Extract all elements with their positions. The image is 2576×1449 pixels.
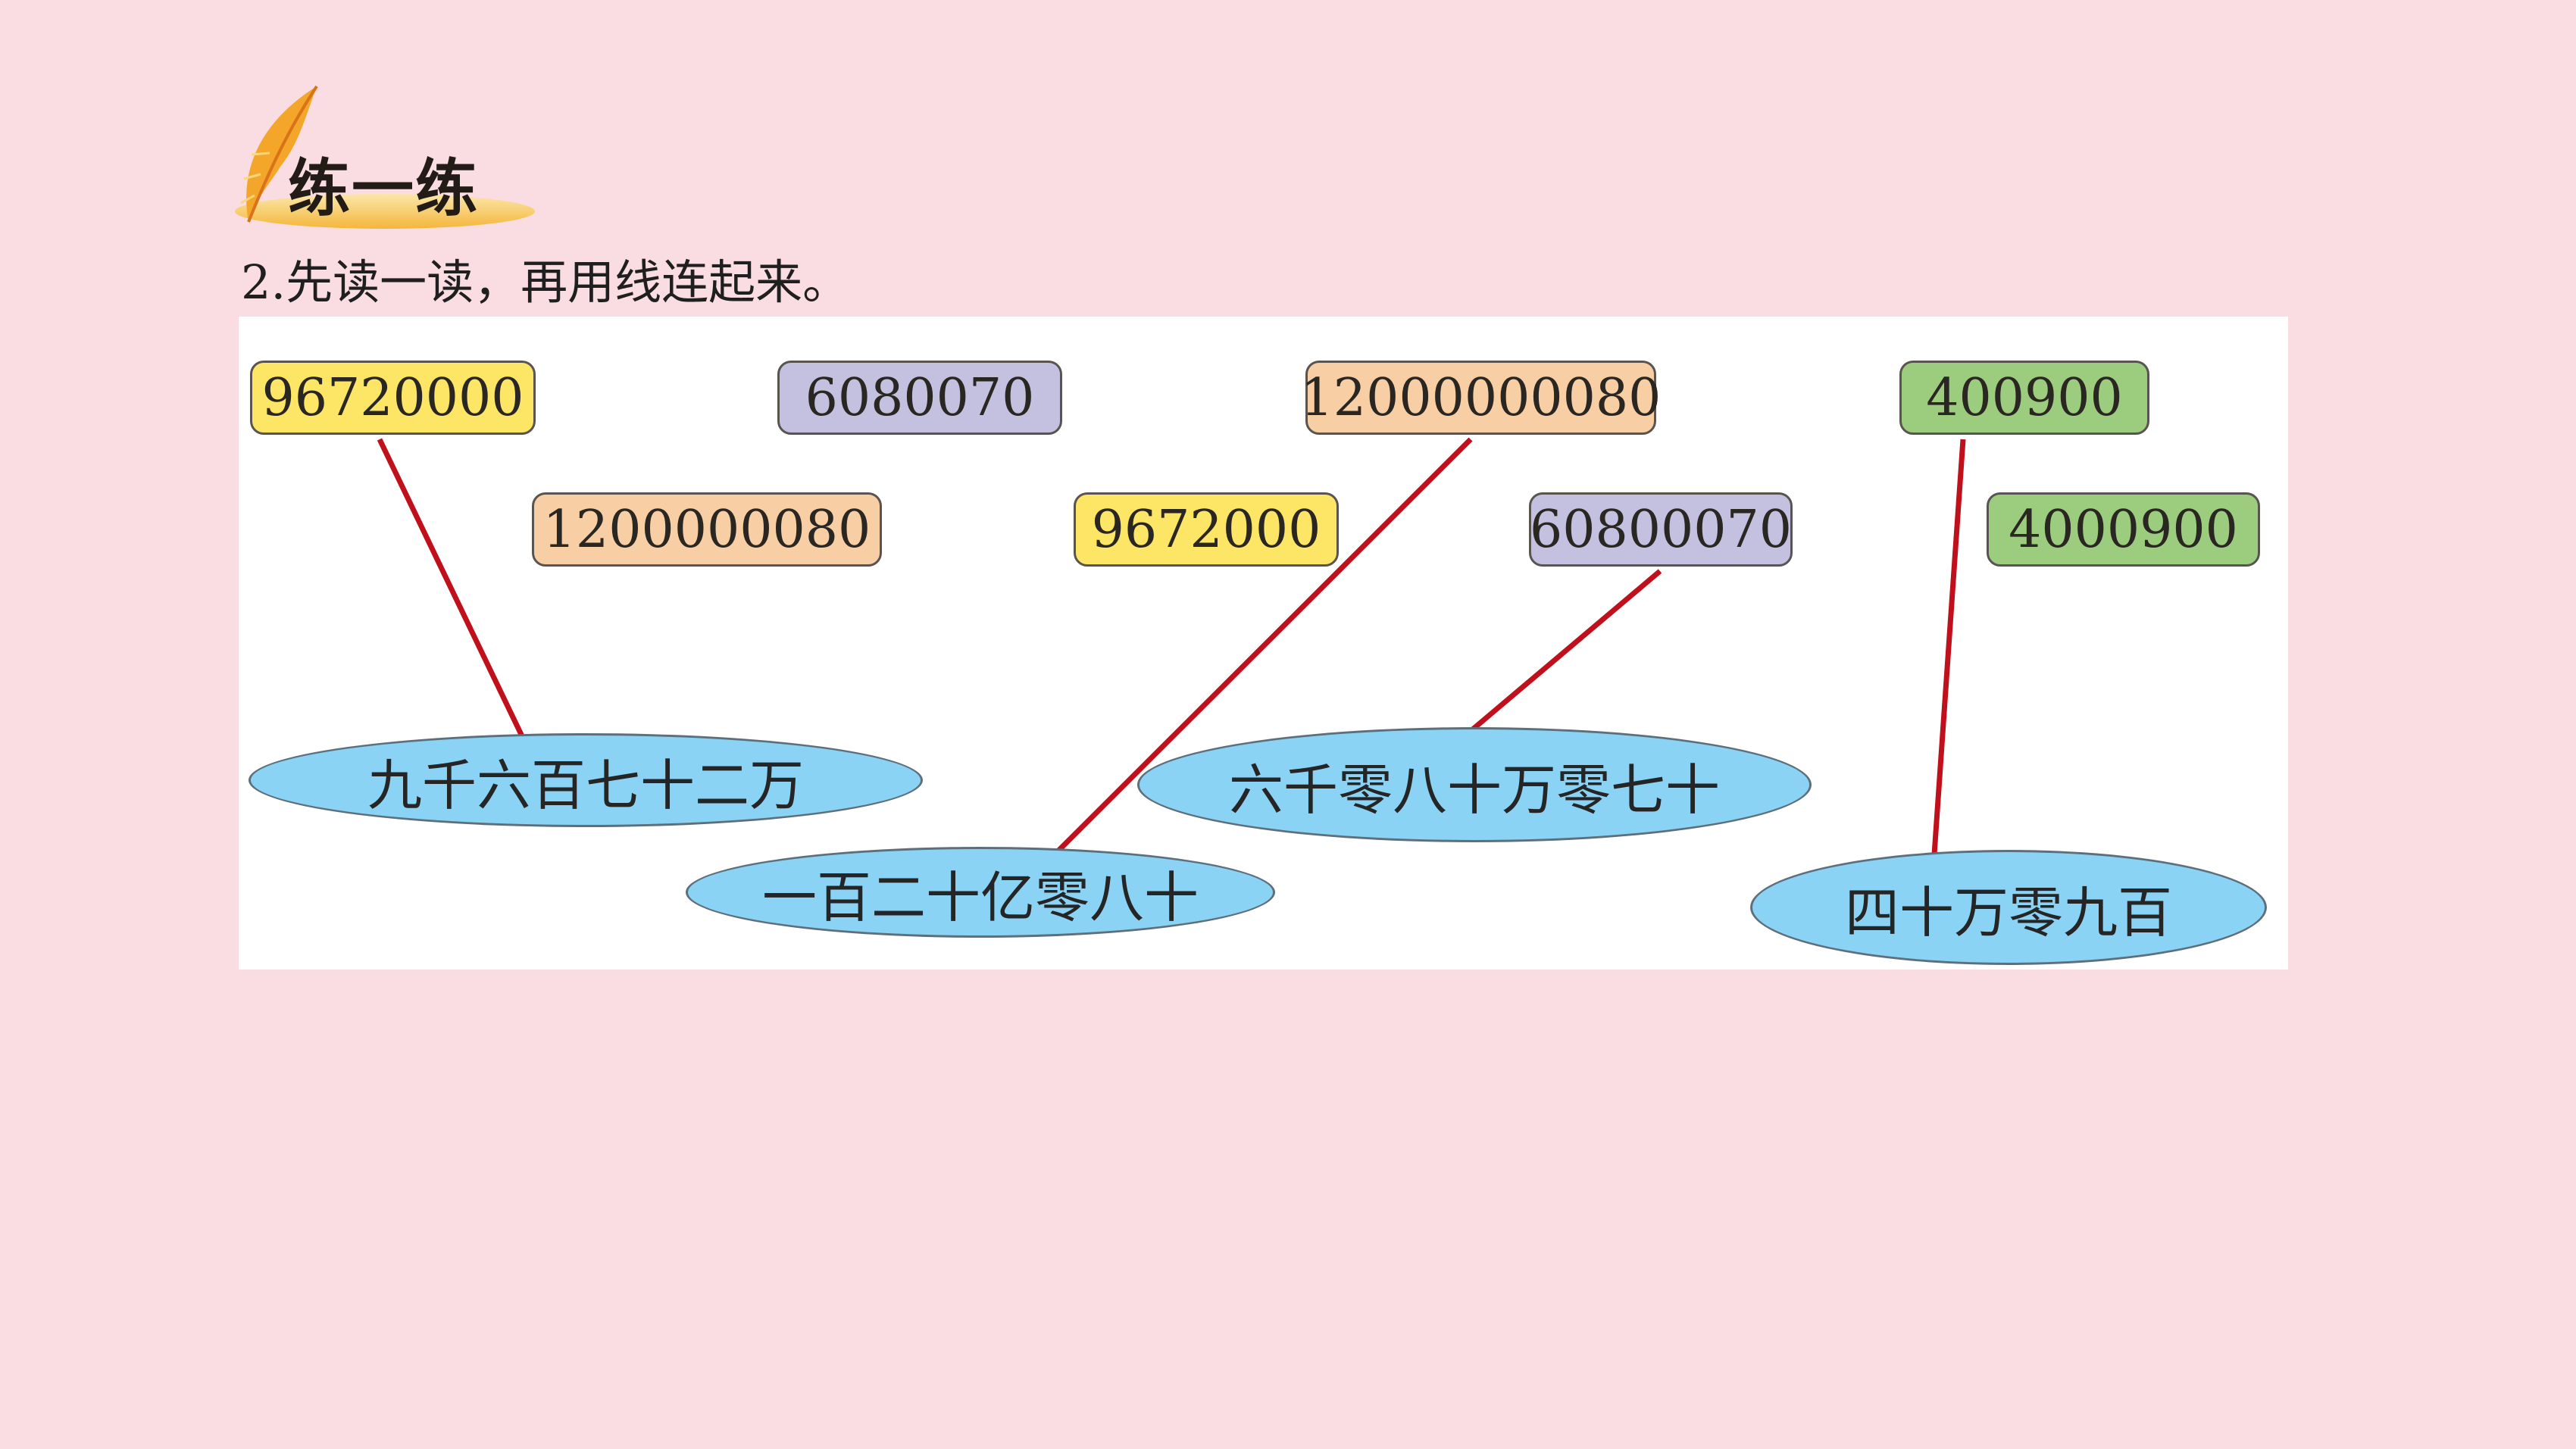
- reading-bubble-1[interactable]: 九千六百七十二万: [249, 733, 923, 827]
- header-ribbon: [235, 194, 535, 229]
- reading-bubble-2[interactable]: 一百二十亿零八十: [686, 847, 1275, 938]
- reading-bubble-4[interactable]: 四十万零九百: [1750, 850, 2267, 965]
- number-card-400900[interactable]: 400900: [1899, 361, 2149, 435]
- connector-line-60800070: [1468, 569, 1662, 734]
- matching-exercise-panel: 96720000 6080070 12000000080 400900 1200…: [239, 317, 2288, 970]
- number-card-9672000[interactable]: 9672000: [1074, 492, 1339, 567]
- header-title: 练一练: [288, 153, 480, 225]
- number-card-1200000080[interactable]: 1200000080: [532, 492, 882, 567]
- number-card-96720000[interactable]: 96720000: [250, 361, 536, 435]
- number-card-60800070[interactable]: 60800070: [1529, 492, 1793, 567]
- number-card-6080070[interactable]: 6080070: [777, 361, 1062, 435]
- connector-line-96720000: [377, 438, 526, 739]
- connector-line-12000000080: [1055, 437, 1473, 854]
- connector-line-400900: [1931, 439, 1966, 855]
- number-card-4000900[interactable]: 4000900: [1987, 492, 2260, 567]
- reading-bubble-3[interactable]: 六千零八十万零七十: [1137, 727, 1812, 842]
- number-card-12000000080[interactable]: 12000000080: [1301, 361, 1661, 435]
- feather-icon: [240, 85, 318, 223]
- connector-lines: [377, 437, 1966, 855]
- exercise-instruction: 2.先读一读，再用线连起来。: [241, 255, 850, 310]
- practice-header: 练一练: [235, 82, 538, 233]
